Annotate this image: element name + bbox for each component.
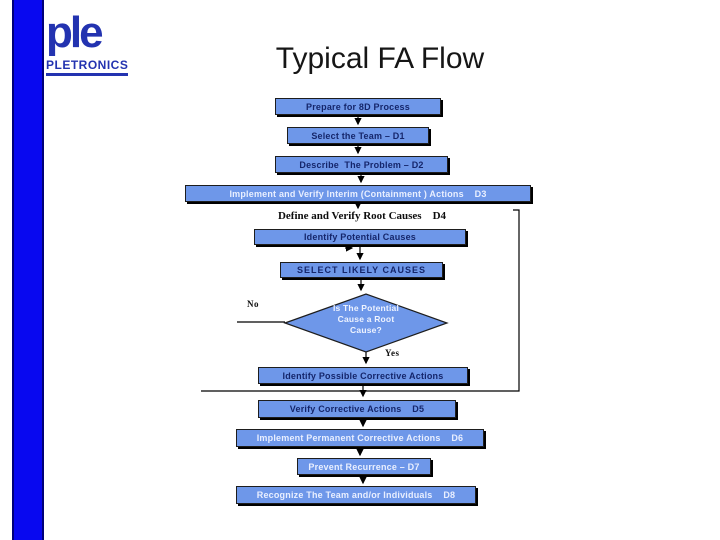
flow-label-define-root-causes: Define and Verify Root Causes D4 (277, 210, 447, 222)
flow-node-describe-problem: Describe The Problem – D2 (275, 156, 448, 173)
decision-no-label: No (247, 299, 259, 309)
flow-node-implement-permanent: Implement Permanent Corrective Actions D… (236, 429, 484, 447)
flow-node-select-likely: SELECT LIKELY CAUSES (280, 262, 443, 278)
feedback-loop-line (201, 209, 520, 392)
pletronics-logo: ple PLETRONICS (46, 8, 129, 76)
decision-diamond (283, 293, 449, 353)
slide-title: Typical FA Flow (275, 42, 485, 75)
flow-node-verify-corrective: Verify Corrective Actions D5 (258, 400, 456, 418)
flow-node-recognize-team: Recognize The Team and/or Individuals D8 (236, 486, 476, 504)
flow-node-prevent-recurrence: Prevent Recurrence – D7 (297, 458, 431, 475)
logo-company-text: PLETRONICS (46, 58, 129, 76)
flow-node-interim-actions: Implement and Verify Interim (Containmen… (185, 185, 531, 202)
decision-yes-label: Yes (385, 348, 400, 358)
logo-ple-text: ple (46, 8, 104, 57)
flow-node-identify-potential: Identify Potential Causes (254, 229, 466, 245)
flow-node-prepare-8d: Prepare for 8D Process (275, 98, 441, 115)
flow-node-identify-possible: Identify Possible Corrective Actions (258, 367, 468, 384)
flow-node-select-team: Select the Team – D1 (287, 127, 429, 144)
flow-node-root-cause-decision: Is The Potential Cause a Root Cause? (332, 303, 400, 335)
left-accent-bar (12, 0, 44, 540)
